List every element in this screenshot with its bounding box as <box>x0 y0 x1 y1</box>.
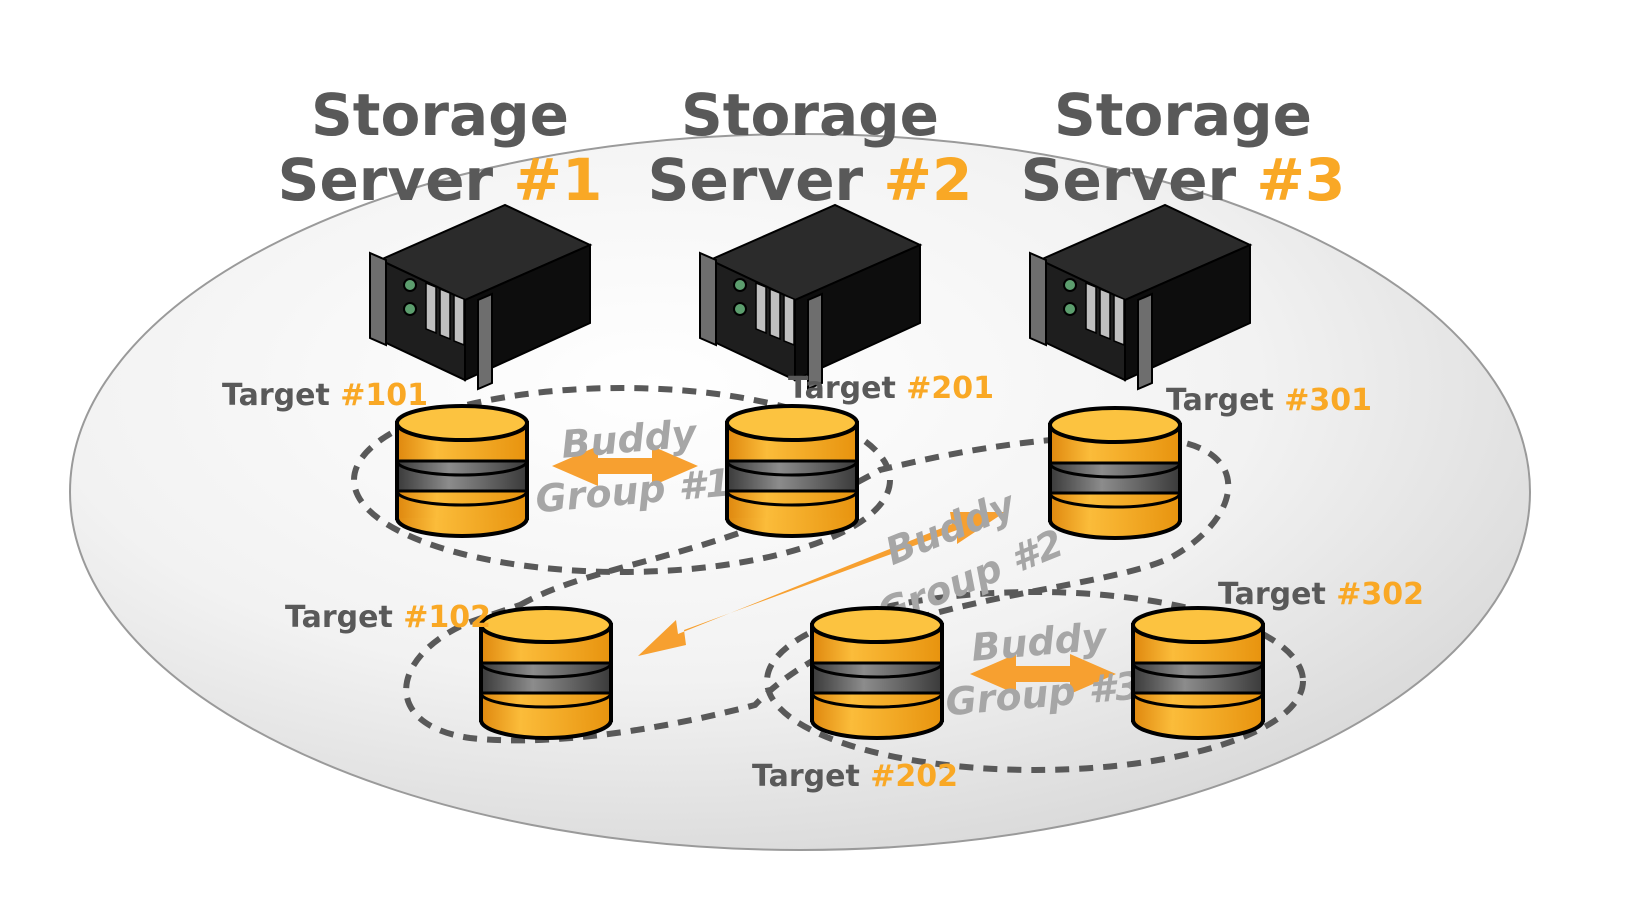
target-302-label: Target #302 <box>1218 577 1424 612</box>
server-2-title-line2: Server #2 <box>648 146 973 214</box>
target-202-disk-icon <box>810 606 944 740</box>
target-301-disk-icon <box>1048 406 1182 540</box>
server-1-title-line1: Storage <box>311 81 569 149</box>
target-201-disk-icon <box>725 404 859 538</box>
buddy-group-3-ring <box>764 589 1306 773</box>
buddy-group-3-arrow <box>970 654 1116 694</box>
target-301-label: Target #301 <box>1166 383 1372 418</box>
target-302-disk-icon <box>1131 606 1265 740</box>
target-101-disk-icon <box>395 404 529 538</box>
server-3-title-line2: Server #3 <box>1021 146 1346 214</box>
buddy-group-2-arrow <box>638 512 1005 656</box>
buddy-group-2-ring <box>403 433 1232 744</box>
server-3-title-line1: Storage <box>1054 81 1312 149</box>
buddy-group-1-arrow <box>552 446 698 486</box>
buddy-group-1-ring <box>351 385 893 575</box>
target-102-label: Target #102 <box>285 600 491 635</box>
target-101-label: Target #101 <box>222 378 428 413</box>
server-1-title-line2: Server #1 <box>278 146 603 214</box>
target-202-label: Target #202 <box>752 759 958 794</box>
server-2-title-line1: Storage <box>681 81 939 149</box>
target-201-label: Target #201 <box>788 371 994 406</box>
target-102-disk-icon <box>479 606 613 740</box>
